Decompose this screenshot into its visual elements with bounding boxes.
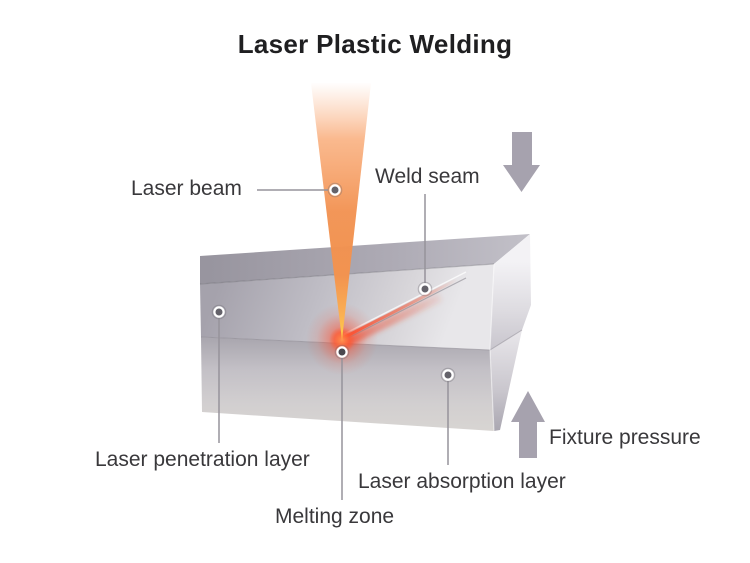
block-top-face [200, 234, 530, 284]
label-laser-absorption-layer: Laser absorption layer [358, 470, 566, 493]
page-title: Laser Plastic Welding [237, 29, 513, 59]
right-face-lower [490, 330, 522, 431]
dot-melting-zone [334, 344, 350, 360]
dot-weld-seam [417, 281, 433, 297]
label-melting-zone: Melting zone [275, 505, 395, 528]
dot-laser-beam [327, 182, 343, 198]
label-laser-penetration-layer: Laser penetration layer [95, 448, 310, 471]
label-fixture-pressure: Fixture pressure [549, 426, 701, 449]
dot-absorption-layer [440, 367, 456, 383]
pressure-up-arrow-icon [511, 391, 545, 458]
leader-dots [211, 182, 456, 383]
leader-lines [218, 189, 449, 500]
absorption-layer-front-face [201, 337, 494, 431]
pressure-down-arrow-icon [503, 132, 540, 192]
front-right-corner-edge [489, 263, 495, 432]
right-face-upper [490, 234, 531, 350]
label-weld-seam: Weld seam [375, 165, 480, 188]
label-laser-beam: Laser beam [131, 177, 242, 200]
laser-beam-cone [311, 83, 371, 340]
dot-penetration-layer [211, 304, 227, 320]
